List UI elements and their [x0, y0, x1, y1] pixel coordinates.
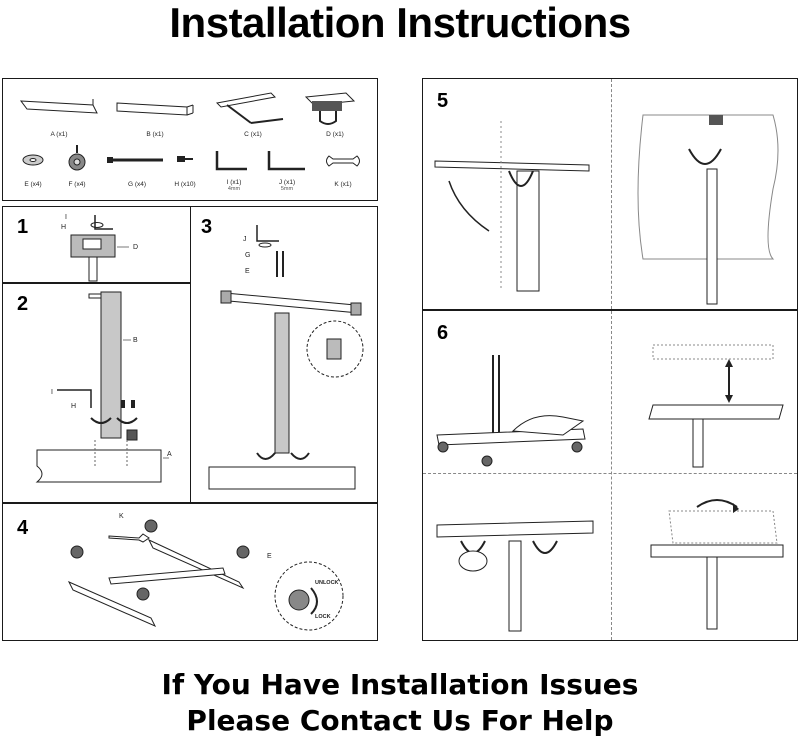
callout-label: D [133, 244, 138, 251]
callout-label: I [65, 214, 67, 221]
step-number: 2 [17, 293, 29, 315]
callout-label: E [267, 553, 272, 560]
part-i-illustration [215, 151, 247, 171]
part-label: J (x1) 5mm [278, 179, 296, 192]
step-5-left-illustration [434, 121, 590, 292]
footer-line-1: If You Have Installation Issues [161, 668, 639, 701]
part-label: C (x1) [244, 131, 262, 138]
part-label: F (x4) [68, 181, 86, 188]
step-1-illustration: I H D [61, 214, 138, 282]
callout-label: H [61, 224, 66, 231]
step-6-panel: 6 [422, 310, 798, 641]
callout-label: B [133, 337, 138, 344]
lock-label: LOCK [315, 614, 331, 620]
step-number: 4 [17, 517, 29, 539]
footer-line-2: Please Contact Us For Help [186, 704, 614, 737]
step-5-panel: 5 [422, 78, 798, 310]
part-e-illustration [22, 154, 44, 166]
callout-label: J [243, 236, 247, 243]
part-j-illustration [267, 151, 305, 171]
part-label: I (x1) 4mm [226, 179, 242, 192]
page-title: Installation Instructions [169, 0, 631, 46]
part-label: D (x1) [326, 131, 344, 138]
callout-label: E [245, 268, 250, 275]
step-number: 3 [201, 216, 213, 238]
step-6-top-right-illustration [648, 344, 784, 468]
part-label: H (x10) [174, 181, 196, 188]
part-label: B (x1) [146, 131, 164, 138]
part-b-illustration [116, 102, 194, 116]
parts-list-panel: A (x1) B (x1) C (x1) D (x1) E (x4) F (x4… [2, 78, 378, 201]
step-4-illustration: K E UNLOCK LOCK [67, 513, 344, 631]
part-c-illustration [215, 92, 284, 124]
part-f-illustration [68, 145, 86, 171]
step-number: 1 [17, 216, 29, 238]
part-label: K (x1) [334, 181, 352, 188]
callout-label: G [245, 252, 250, 259]
step-6-bottom-left-illustration [436, 520, 594, 632]
callout-label: I [51, 389, 53, 396]
callout-label: K [119, 513, 124, 520]
step-6-top-left-illustration [436, 355, 586, 467]
step-5-right-illustration [637, 114, 779, 305]
unlock-label: UNLOCK [315, 580, 339, 586]
step-number: 5 [437, 90, 449, 112]
step-number: 6 [437, 322, 449, 344]
part-label: E (x4) [24, 181, 42, 188]
step-1-panel: 1 I H D [2, 206, 191, 283]
callout-label: A [167, 451, 172, 458]
callout-label: H [71, 403, 76, 410]
step-2-panel: 2 B I H A [2, 283, 191, 503]
part-k-illustration [326, 155, 360, 167]
step-3-panel: 3 J G E [190, 206, 378, 503]
step-3-illustration: J G E [208, 225, 364, 490]
part-label: A (x1) [50, 131, 68, 138]
step-2-illustration: B I H A [35, 291, 172, 483]
part-label: G (x4) [127, 181, 147, 188]
part-g-illustration [107, 157, 163, 163]
step-4-panel: 4 K E UNLOCK LOCK [2, 503, 378, 641]
part-h-illustration [177, 156, 193, 162]
step-6-bottom-right-illustration [650, 499, 784, 630]
part-a-illustration [19, 99, 98, 114]
part-d-illustration [304, 92, 356, 125]
